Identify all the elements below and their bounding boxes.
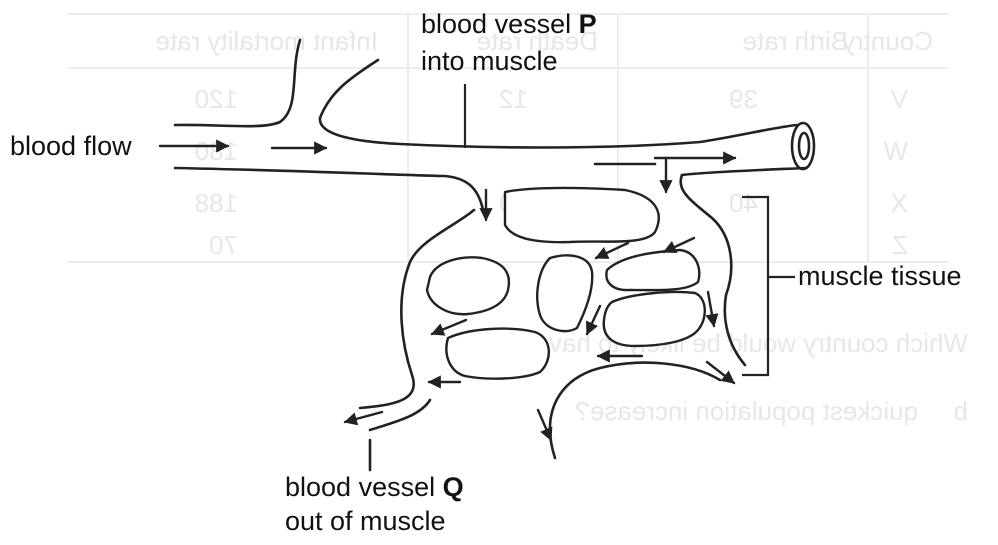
- muscle-tissue-label: muscle tissue: [798, 261, 962, 291]
- ghost-header: Country: [842, 26, 933, 56]
- ghost-cell: 180: [195, 136, 238, 166]
- ghost-cell: 188: [195, 188, 238, 218]
- vessel-q-label: blood vessel Q: [285, 472, 464, 502]
- vessel-p-lumen: [799, 133, 809, 159]
- ghost-cell: 40: [729, 188, 758, 218]
- vessel-q-wall: [370, 400, 430, 430]
- muscle-cell: [505, 188, 659, 242]
- vessel-p-upper-wall: [320, 60, 797, 148]
- vessel-q-letter: Q: [443, 472, 464, 502]
- ghost-cell: 70: [209, 230, 238, 260]
- vessel-p-lower-wall: [682, 168, 806, 175]
- vessel-p-sublabel: into muscle: [421, 46, 558, 76]
- flow-arrow: [345, 412, 382, 422]
- vessel-p-label-text: blood vessel: [421, 9, 579, 39]
- muscle-cell: [427, 257, 509, 314]
- ghost-question-line: quickest population increase?: [575, 396, 918, 426]
- blood-flow-label: blood flow: [10, 131, 132, 161]
- ghost-cell: 120: [195, 84, 238, 114]
- muscle-cell: [537, 255, 592, 331]
- ghost-cell: 39: [729, 84, 758, 114]
- vessel-p-label: blood vessel P: [421, 9, 597, 39]
- flow-arrow: [708, 292, 714, 326]
- ghost-header: Infant mortality rate: [155, 26, 378, 56]
- ghost-cell: W: [883, 136, 908, 166]
- flow-arrow: [596, 243, 628, 258]
- ghost-question-line: Which country would be likely to have th…: [491, 328, 968, 358]
- ghost-marker: b: [954, 396, 968, 426]
- muscle-cell: [446, 329, 548, 379]
- vessel-p-opening: [792, 123, 814, 169]
- vessel-q-label-text: blood vessel: [285, 472, 443, 502]
- ghost-cell: X: [891, 188, 908, 218]
- flow-arrow: [432, 320, 466, 334]
- muscle-cell: [606, 250, 699, 290]
- blood-vessel-q: [370, 400, 430, 470]
- ghost-cell: V: [890, 84, 908, 114]
- ghost-cell: Z: [892, 230, 908, 260]
- ghost-header: Birth rate: [743, 26, 849, 56]
- vessel-p-letter: P: [579, 9, 597, 39]
- ghost-cell: 12: [499, 84, 528, 114]
- vessel-q-sublabel: out of muscle: [285, 506, 446, 536]
